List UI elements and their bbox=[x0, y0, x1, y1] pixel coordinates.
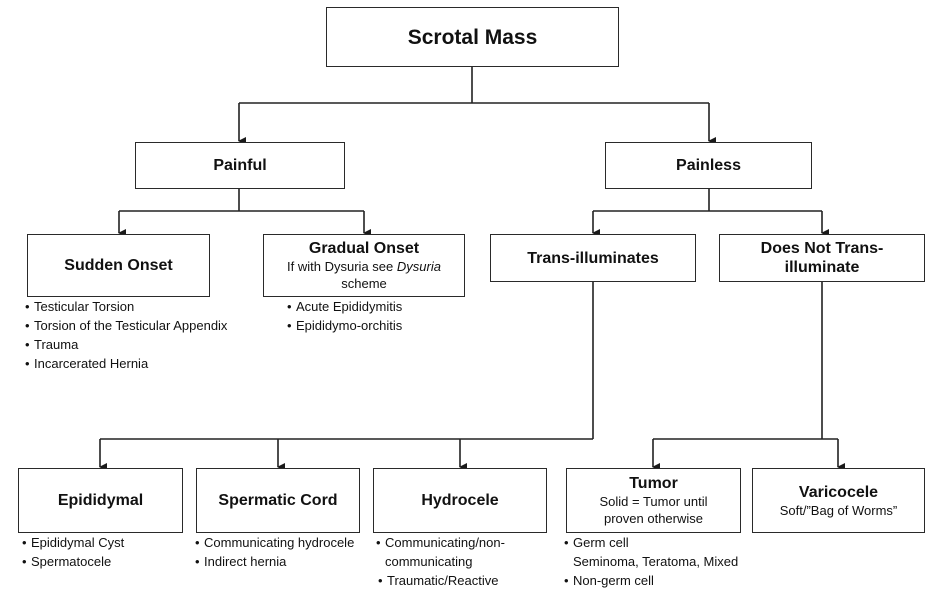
node-title: Sudden Onset bbox=[64, 257, 173, 274]
node-sudden-onset: Sudden Onset bbox=[27, 234, 210, 297]
node-title: Tumor bbox=[629, 475, 678, 492]
list-item-continuation: communicating bbox=[385, 554, 473, 569]
node-varicocele: Varicocele Soft/”Bag of Worms” bbox=[752, 468, 925, 533]
epididymal-list: •Epididymal Cyst •Spermatocele bbox=[22, 533, 124, 571]
list-item: •Trauma bbox=[25, 337, 79, 352]
node-title: Painful bbox=[213, 157, 267, 174]
node-does-not-trans-illuminate: Does Not Trans- illuminate bbox=[719, 234, 925, 282]
node-spermatic-cord: Spermatic Cord bbox=[196, 468, 360, 533]
list-item: •Traumatic/Reactive bbox=[378, 573, 499, 588]
spermatic-cord-list: •Communicating hydrocele •Indirect herni… bbox=[195, 533, 354, 571]
node-trans-illuminates: Trans-illuminates bbox=[490, 234, 696, 282]
list-item: •Epididymal Cyst bbox=[22, 535, 125, 550]
list-item: •Communicating hydrocele bbox=[195, 535, 355, 550]
list-item: •Germ cell bbox=[564, 535, 629, 550]
node-title: Varicocele bbox=[798, 483, 879, 501]
node-title: Gradual Onset bbox=[308, 240, 420, 257]
list-item: •Incarcerated Hernia bbox=[25, 356, 149, 371]
node-hydrocele: Hydrocele bbox=[373, 468, 547, 533]
node-title: Does Not Trans- bbox=[760, 240, 884, 257]
node-painful: Painful bbox=[135, 142, 345, 189]
list-item-sub: Seminoma, Teratoma, Mixed bbox=[573, 554, 739, 569]
dysuria-scheme-link: Dysuria bbox=[396, 259, 441, 274]
list-item: •Spermatocele bbox=[22, 554, 112, 569]
node-painless: Painless bbox=[605, 142, 812, 189]
list-item: •Indirect hernia bbox=[195, 554, 287, 569]
node-title: illuminate bbox=[784, 259, 860, 276]
node-title: Hydrocele bbox=[421, 492, 499, 509]
list-item: •Torsion of the Testicular Appendix bbox=[25, 318, 228, 333]
node-title: Painless bbox=[676, 157, 741, 174]
gradual-onset-list: •Acute Epididymitis •Epididymo-orchitis bbox=[287, 297, 402, 335]
node-subtitle: proven otherwise bbox=[604, 511, 703, 526]
node-subtitle: If with Dysuria see Dysuria bbox=[287, 259, 441, 274]
hydrocele-list: •Communicating/non- communicating •Traum… bbox=[376, 533, 505, 590]
node-title: Spermatic Cord bbox=[218, 492, 338, 509]
list-item: •Epididymo-orchitis bbox=[287, 318, 403, 333]
node-subtitle: Soft/”Bag of Worms” bbox=[779, 502, 898, 518]
node-tumor: Tumor Solid = Tumor until proven otherwi… bbox=[566, 468, 741, 533]
node-epididymal: Epididymal bbox=[18, 468, 183, 533]
tumor-list: •Germ cell Seminoma, Teratoma, Mixed •No… bbox=[564, 533, 738, 590]
node-title: Scrotal Mass bbox=[407, 25, 538, 49]
node-subtitle: scheme bbox=[341, 276, 387, 291]
sudden-onset-list: •Testicular Torsion •Torsion of the Test… bbox=[25, 297, 227, 373]
node-title: Epididymal bbox=[57, 492, 144, 509]
node-scrotal-mass: Scrotal Mass bbox=[326, 7, 619, 67]
list-item: •Communicating/non- bbox=[376, 535, 505, 550]
list-item: •Non-germ cell bbox=[564, 573, 654, 588]
node-subtitle: Solid = Tumor until bbox=[599, 494, 708, 509]
node-gradual-onset: Gradual Onset If with Dysuria see Dysuri… bbox=[263, 234, 465, 297]
node-title: Trans-illuminates bbox=[527, 249, 659, 267]
list-item: •Acute Epididymitis bbox=[287, 299, 403, 314]
list-item: •Testicular Torsion bbox=[25, 299, 135, 314]
